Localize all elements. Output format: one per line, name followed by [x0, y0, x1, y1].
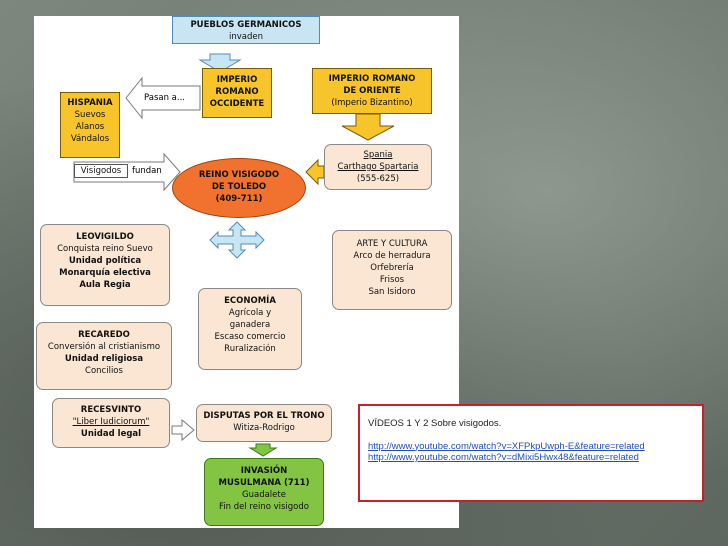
box-arte-cultura: ARTE Y CULTURA Arco de herradura Orfebre… — [332, 230, 452, 310]
ellipse-reino-visigodo: REINO VISIGODO DE TOLEDO (409-711) — [172, 158, 306, 218]
box-pueblos-germanicos: PUEBLOS GERMANICOS invaden — [172, 16, 320, 44]
invasion-item-1: Guadalete — [242, 490, 286, 500]
arte-title: ARTE Y CULTURA — [356, 239, 428, 249]
hispania-vandalos: Vándalos — [70, 134, 110, 144]
hispania-alanos: Alanos — [75, 122, 105, 132]
arrow-cross — [209, 221, 265, 259]
leovigildo-title: LEOVIGILDO — [76, 232, 134, 242]
videos-box: VÍDEOS 1 Y 2 Sobre visigodos. http://www… — [358, 404, 704, 502]
spania-title: Spania — [363, 150, 393, 160]
video-link-1[interactable]: http://www.youtube.com/watch?v=XFPkpUwph… — [368, 440, 645, 452]
oriente-line-2: DE ORIENTE — [343, 86, 401, 96]
box-invasion-musulmana: INVASIÓN MUSULMANA (711) Guadalete Fin d… — [204, 458, 324, 526]
box-visigodos: Visigodos — [74, 164, 128, 178]
occidente-line-2: ROMANO — [215, 87, 259, 97]
arrow-recesvinto-right — [171, 418, 195, 442]
arte-item-3: Frisos — [379, 275, 405, 285]
arrow-down-invaden — [198, 53, 242, 73]
arte-item-4: San Isidoro — [368, 287, 416, 297]
recaredo-title: RECAREDO — [78, 330, 130, 340]
leovigildo-item-2: Unidad política — [68, 256, 142, 266]
recaredo-item-2: Unidad religiosa — [64, 354, 144, 364]
reino-line-3: (409-711) — [215, 194, 263, 204]
box-hispania: HISPANIA Suevos Alanos Vándalos — [60, 92, 120, 158]
reino-line-2: DE TOLEDO — [211, 182, 267, 192]
oriente-line-1: IMPERIO ROMANO — [328, 74, 416, 84]
leovigildo-item-1: Conquista reino Suevo — [57, 244, 153, 254]
video-link-2[interactable]: http://www.youtube.com/watch?v=dMixi5Hwx… — [368, 452, 639, 463]
spania-carthago: Carthago Spartaria — [337, 162, 419, 172]
economia-item-4: Ruralización — [224, 344, 276, 354]
box-imperio-oriente: IMPERIO ROMANO DE ORIENTE (Imperio Bizan… — [312, 68, 432, 114]
box-economia: ECONOMÍA Agrícola y ganadera Escaso come… — [198, 288, 302, 370]
disputas-item-1: Witiza-Rodrigo — [233, 423, 295, 433]
arrow-left-pasan — [125, 76, 201, 120]
germanicos-title: PUEBLOS GERMANICOS — [190, 20, 302, 30]
economia-title: ECONOMÍA — [224, 296, 276, 306]
occidente-line-3: OCCIDENTE — [209, 99, 265, 109]
box-recesvinto: RECESVINTO "Liber Iudiciorum" Unidad leg… — [52, 398, 170, 448]
leovigildo-item-4: Aula Regia — [79, 280, 131, 290]
box-spania: Spania Carthago Spartaria (555-625) — [324, 144, 432, 190]
spania-dates: (555-625) — [356, 174, 400, 184]
arrow-left-spania — [305, 158, 325, 186]
box-leovigildo: LEOVIGILDO Conquista reino Suevo Unidad … — [40, 224, 170, 306]
invasion-item-2: Fin del reino visigodo — [219, 502, 309, 512]
oriente-line-3: (Imperio Bizantino) — [331, 98, 413, 108]
occidente-line-1: IMPERIO — [216, 75, 258, 85]
invasion-title-1: INVASIÓN — [240, 466, 288, 476]
disputas-title: DISPUTAS POR EL TRONO — [203, 411, 325, 421]
economia-item-1: Agrícola y — [228, 308, 272, 318]
recaredo-item-1: Conversión al cristianismo — [47, 342, 161, 352]
pasan-label: Pasan a... — [144, 93, 185, 103]
arrow-disputas-down — [248, 443, 278, 457]
germanicos-sub: invaden — [229, 32, 263, 42]
economia-item-2: ganadera — [229, 320, 271, 330]
box-disputas: DISPUTAS POR EL TRONO Witiza-Rodrigo — [196, 404, 332, 442]
arte-item-2: Orfebrería — [370, 263, 414, 273]
box-recaredo: RECAREDO Conversión al cristianismo Unid… — [36, 322, 172, 390]
arte-item-1: Arco de herradura — [353, 251, 431, 261]
reino-line-1: REINO VISIGODO — [198, 170, 280, 180]
invasion-title-2: MUSULMANA (711) — [218, 478, 310, 488]
hispania-suevos: Suevos — [74, 110, 106, 120]
recaredo-item-3: Concilios — [85, 366, 123, 376]
hispania-title: HISPANIA — [67, 98, 113, 108]
box-imperio-occidente: IMPERIO ROMANO OCCIDENTE — [202, 68, 272, 118]
recesvinto-title: RECESVINTO — [80, 405, 142, 415]
arrow-down-oriente — [341, 113, 395, 141]
recesvinto-item-1: "Liber Iudiciorum" — [72, 417, 150, 427]
fundan-label: fundan — [132, 166, 162, 176]
videos-title: VÍDEOS 1 Y 2 Sobre visigodos. — [368, 418, 502, 429]
leovigildo-item-3: Monarquía electiva — [59, 268, 151, 278]
recesvinto-item-2: Unidad legal — [80, 429, 142, 439]
slide-canvas: PUEBLOS GERMANICOS invaden IMPERIO ROMAN… — [34, 16, 459, 528]
economia-item-3: Escaso comercio — [214, 332, 286, 342]
